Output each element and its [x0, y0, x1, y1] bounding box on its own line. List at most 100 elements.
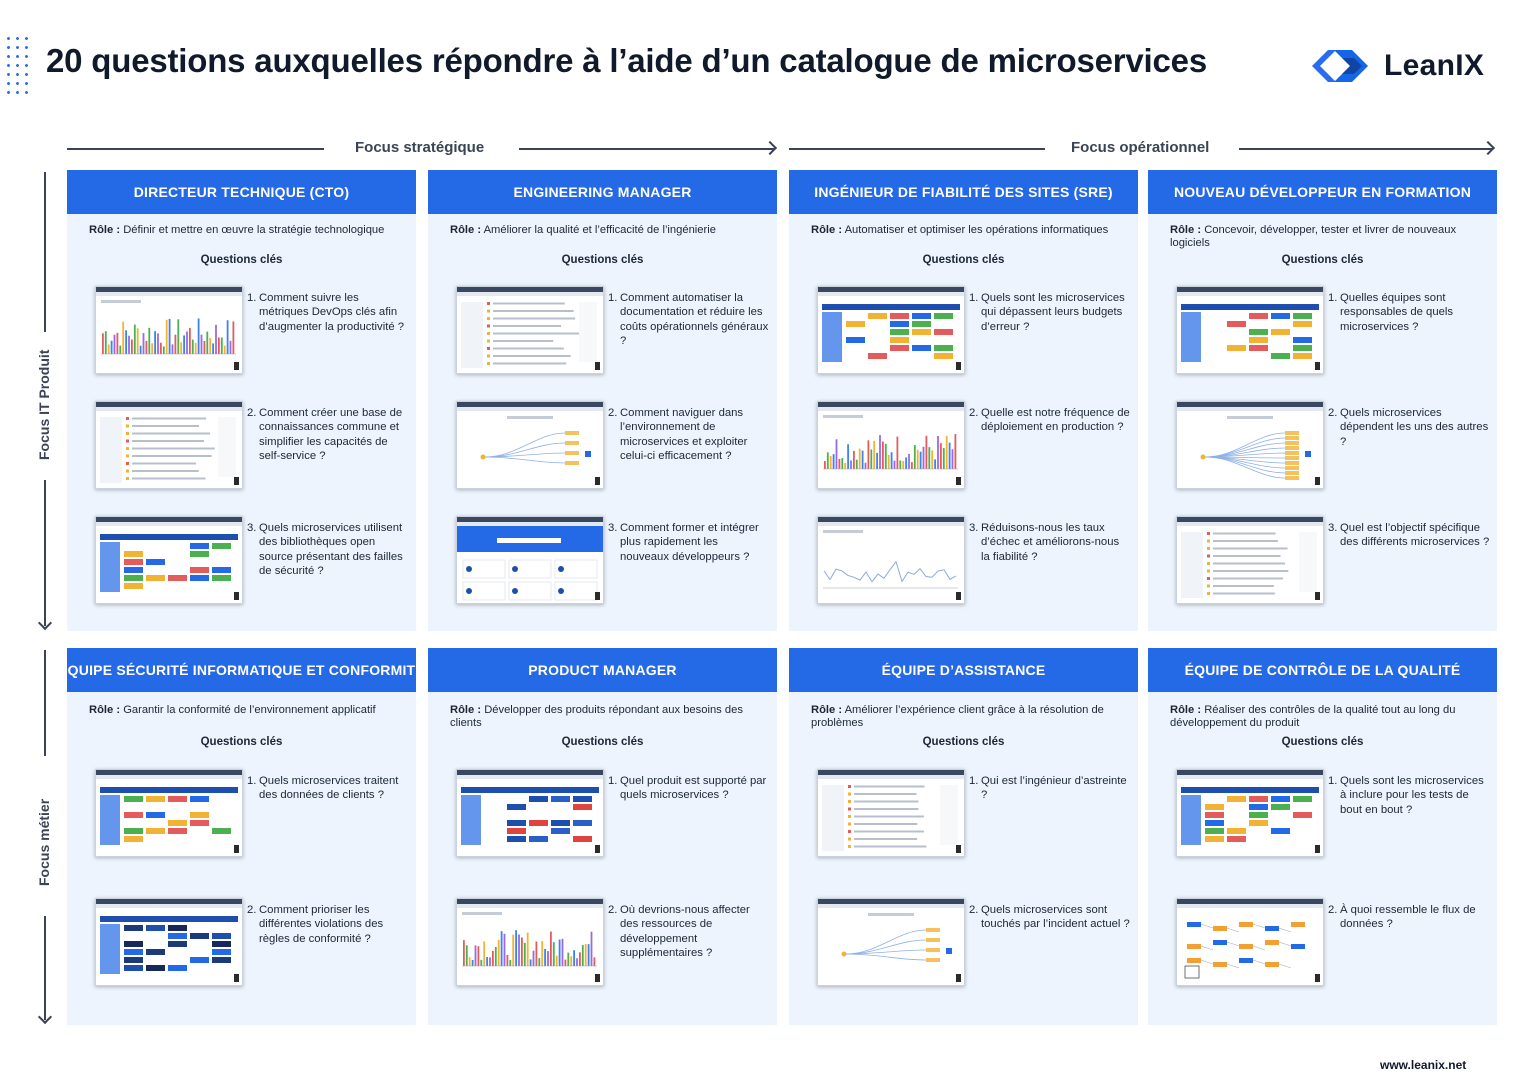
question-item: 1.Quelles équipes sont responsables de q… — [1148, 286, 1497, 382]
question-text: Comment former et intégrer plus rapideme… — [620, 522, 759, 563]
question-number: 1. — [1328, 292, 1338, 304]
question-item: 1.Quel produit est supporté par quels mi… — [428, 769, 777, 865]
screenshot-thumbnail — [95, 401, 243, 489]
question-number: 1. — [608, 775, 618, 787]
role-description: Rôle : Développer des produits répondant… — [428, 692, 777, 729]
strategic-focus-axis: Focus stratégique — [67, 139, 778, 159]
role-card: DIRECTEUR TECHNIQUE (CTO)Rôle : Définir … — [67, 170, 416, 631]
role-card-title: ÉQUIPE DE CONTRÔLE DE LA QUALITÉ — [1148, 648, 1497, 692]
question-item: 1.Quels sont les microservices à inclure… — [1148, 769, 1497, 865]
question-text-block: 2.Quelle est notre fréquence de déploiem… — [969, 406, 1131, 435]
role-card-title: INGÉNIEUR DE FIABILITÉ DES SITES (SRE) — [789, 170, 1138, 214]
question-text: Qui est l’ingénieur d’astreinte ? — [981, 775, 1127, 802]
question-item: 1.Comment suivre les métriques DevOps cl… — [67, 286, 416, 382]
screenshot-thumbnail — [95, 516, 243, 604]
question-number: 3. — [247, 522, 257, 534]
logo-wordmark: LeanIX — [1384, 49, 1485, 82]
question-number: 2. — [247, 407, 257, 419]
website-url: www.leanix.net — [1380, 1058, 1467, 1072]
question-text-block: 1.Comment automatiser la documentation e… — [608, 291, 770, 348]
role-label: Rôle : — [450, 224, 482, 236]
question-text-block: 1.Quelles équipes sont responsables de q… — [1328, 291, 1490, 334]
key-questions-heading: Questions clés — [561, 254, 644, 266]
question-text: Quels sont les microservices à inclure p… — [1340, 775, 1484, 816]
role-text: Améliorer la qualité et l’efficacité de … — [483, 224, 716, 236]
arrow-down-icon — [37, 1009, 53, 1025]
question-number: 2. — [1328, 407, 1338, 419]
question-text-block: 2.Comment prioriser les différentes viol… — [247, 903, 409, 946]
question-text-block: 2.Quels microservices dépendent les uns … — [1328, 406, 1490, 449]
screenshot-thumbnail — [1176, 401, 1324, 489]
key-questions-heading: Questions clés — [200, 254, 283, 266]
operational-focus-axis: Focus opérationnel — [789, 139, 1497, 159]
question-item: 3.Quels microservices utilisent des bibl… — [67, 516, 416, 612]
it-product-axis-bottom — [44, 480, 46, 626]
question-text-block: 1.Quels microservices traitent des donné… — [247, 774, 409, 803]
question-number: 3. — [1328, 522, 1338, 534]
role-description: Rôle : Réaliser des contrôles de la qual… — [1148, 692, 1497, 729]
role-description: Rôle : Concevoir, développer, tester et … — [1148, 214, 1497, 250]
screenshot-thumbnail — [456, 769, 604, 857]
key-questions-heading: Questions clés — [1281, 254, 1364, 266]
question-item: 1.Quels microservices traitent des donné… — [67, 769, 416, 865]
question-item: 1.Comment automatiser la documentation e… — [428, 286, 777, 382]
question-number: 1. — [1328, 775, 1338, 787]
question-text-block: 1.Quels sont les microservices à inclure… — [1328, 774, 1490, 817]
arrow-right-icon — [1480, 140, 1496, 156]
question-number: 3. — [608, 522, 618, 534]
role-text: Améliorer l’expérience client grâce à la… — [811, 704, 1104, 729]
screenshot-thumbnail — [1176, 769, 1324, 857]
question-item: 3.Réduisons-nous les taux d’échec et amé… — [789, 516, 1138, 612]
leanix-logo-icon — [1312, 50, 1368, 82]
question-number: 1. — [969, 292, 979, 304]
question-text-block: 3.Quel est l’objectif spécifique des dif… — [1328, 521, 1490, 550]
strategic-focus-label: Focus stratégique — [355, 139, 485, 156]
question-number: 2. — [1328, 904, 1338, 916]
role-text: Développer des produits répondant aux be… — [450, 704, 743, 729]
business-focus-label: Focus métier — [36, 798, 52, 886]
role-card-title: NOUVEAU DÉVELOPPEUR EN FORMATION — [1148, 170, 1497, 214]
role-card: INGÉNIEUR DE FIABILITÉ DES SITES (SRE)Rô… — [789, 170, 1138, 631]
question-item: 3.Comment former et intégrer plus rapide… — [428, 516, 777, 612]
role-description: Rôle : Automatiser et optimiser les opér… — [789, 214, 1138, 250]
question-item: 2.Quels microservices sont touchés par l… — [789, 898, 1138, 994]
question-number: 1. — [608, 292, 618, 304]
question-item: 2.Comment créer une base de connaissance… — [67, 401, 416, 497]
question-text: Comment automatiser la documentation et … — [620, 292, 769, 347]
key-questions-heading: Questions clés — [561, 736, 644, 748]
question-item: 2.Où devrions-nous affecter des ressourc… — [428, 898, 777, 994]
role-label: Rôle : — [450, 704, 482, 716]
question-text-block: 2.Où devrions-nous affecter des ressourc… — [608, 903, 770, 960]
question-item: 2.Quels microservices dépendent les uns … — [1148, 401, 1497, 497]
screenshot-thumbnail — [1176, 898, 1324, 986]
screenshot-thumbnail — [817, 286, 965, 374]
role-description: Rôle : Améliorer l’expérience client grâ… — [789, 692, 1138, 729]
question-text: Quels microservices utilisent des biblio… — [259, 522, 403, 577]
question-text: Quels microservices sont touchés par l’i… — [981, 904, 1130, 931]
question-number: 2. — [608, 407, 618, 419]
screenshot-thumbnail — [95, 286, 243, 374]
it-product-axis-top — [44, 172, 46, 332]
role-description: Rôle : Définir et mettre en œuvre la str… — [67, 214, 416, 250]
question-item: 3.Quel est l’objectif spécifique des dif… — [1148, 516, 1497, 612]
role-label: Rôle : — [89, 224, 121, 236]
key-questions-heading: Questions clés — [922, 736, 1005, 748]
role-card-title: ÉQUIPE SÉCURITÉ INFORMATIQUE ET CONFORMI… — [58, 648, 425, 692]
question-text: Quelle est notre fréquence de déploiemen… — [981, 407, 1130, 434]
question-text: Comment naviguer dans l’environnement de… — [620, 407, 748, 462]
role-label: Rôle : — [89, 704, 121, 716]
question-text: Comment créer une base de connaissances … — [259, 407, 403, 462]
leanix-logo: LeanIX — [1312, 44, 1484, 88]
role-label: Rôle : — [811, 224, 843, 236]
question-text-block: 2.Quels microservices sont touchés par l… — [969, 903, 1131, 932]
role-card-title: PRODUCT MANAGER — [428, 648, 777, 692]
screenshot-thumbnail — [95, 769, 243, 857]
role-label: Rôle : — [1170, 704, 1202, 716]
question-text: Quels microservices dépendent les uns de… — [1340, 407, 1489, 448]
role-card-title: ÉQUIPE D’ASSISTANCE — [789, 648, 1138, 692]
screenshot-thumbnail — [95, 898, 243, 986]
